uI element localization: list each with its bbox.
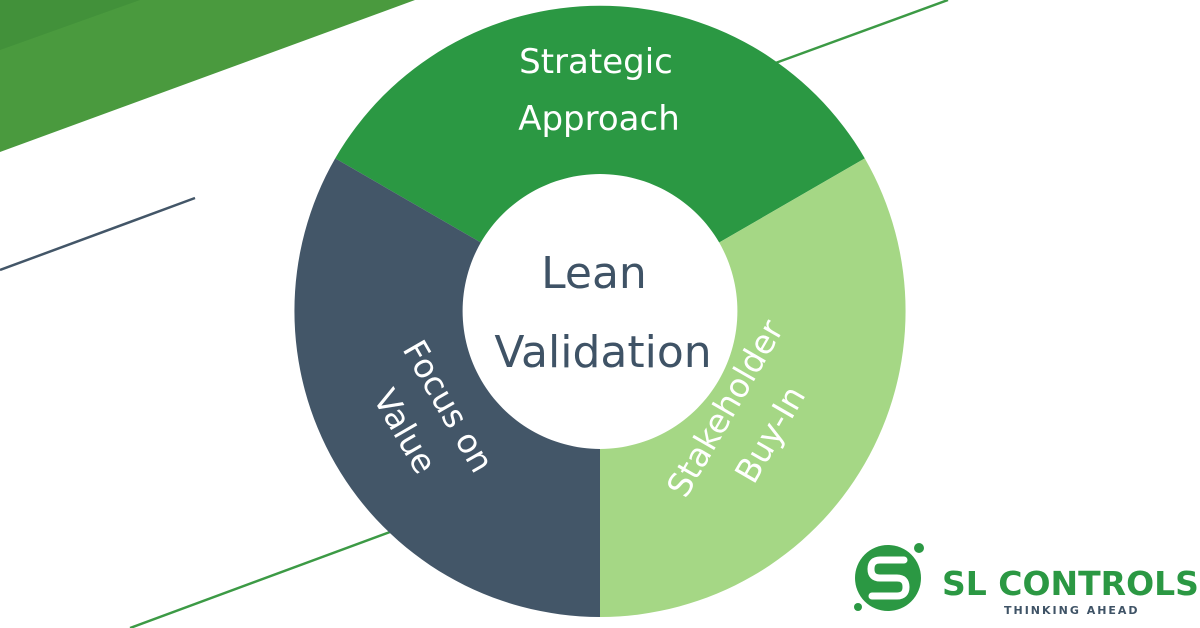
center-label-line2: Validation [494,327,711,378]
logo-company-name: SL CONTROLS [942,564,1199,603]
segment-strategic-approach [335,5,865,243]
logo-tagline: THINKING AHEAD [1004,604,1140,617]
top-right-green-line [769,0,949,67]
bottom-green-line [129,530,391,628]
background-decoration [0,0,949,628]
top-left-green-band [0,0,415,152]
center-label: Lean Validation [494,248,711,378]
left-slate-line [0,196,196,272]
segment-focus-on-value [294,158,600,617]
sl-controls-s-logo-icon [854,543,924,611]
top-left-green-band-dark [0,0,140,50]
segment-label-strategic-line2: Approach [518,99,680,139]
segment-stakeholder-buy-in [600,158,906,617]
center-label-line1: Lean [541,248,647,299]
donut-ring [294,5,906,617]
sl-controls-logo: SL CONTROLS THINKING AHEAD [854,543,1199,617]
segment-label-strategic-line1: Strategic [519,42,673,82]
